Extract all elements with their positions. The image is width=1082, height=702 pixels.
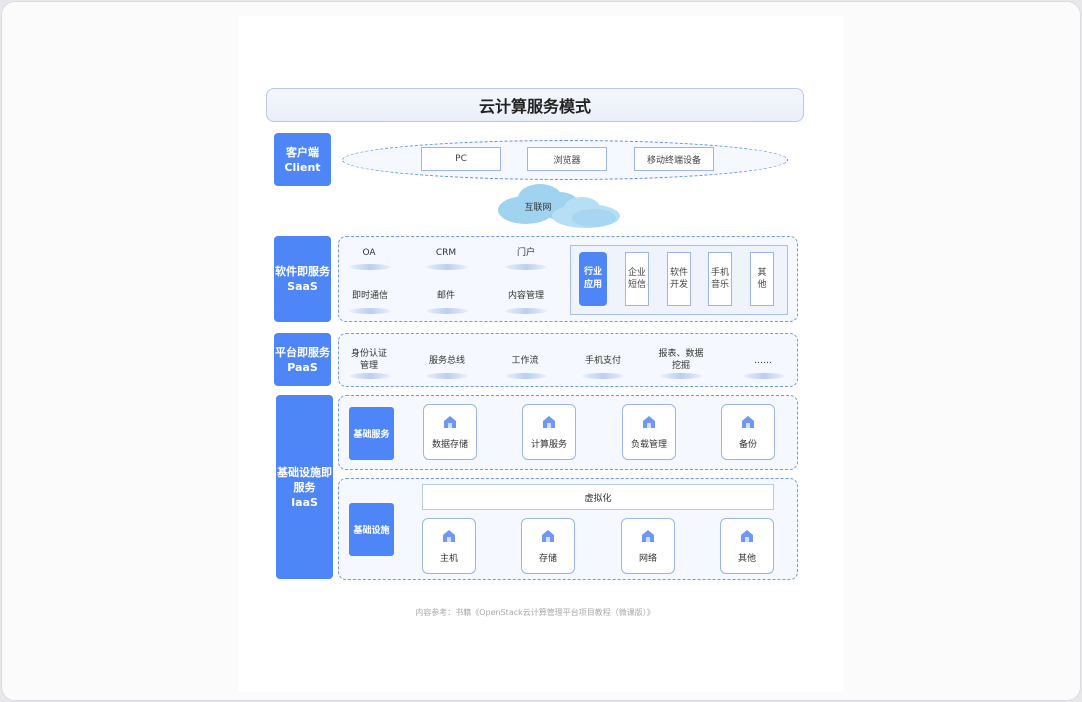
paas-label-en: PaaS: [287, 360, 318, 374]
infra-card-other: 其他: [720, 518, 774, 574]
saas-item-cms: 内容管理: [507, 291, 544, 301]
service-label: 数据存储: [431, 440, 468, 450]
paas-item-report: 报表、数据 挖掘: [658, 349, 704, 371]
industry-app-music: 手机 音乐: [708, 252, 732, 306]
saas-pad: [426, 308, 468, 314]
saas-item-oa: OA: [362, 248, 376, 258]
client-label-en: Client: [284, 160, 321, 174]
industry-app-dev: 软件 开发: [667, 252, 691, 306]
house-icon: [741, 530, 753, 542]
service-card-compute: 计算服务: [522, 404, 576, 460]
source-footnote: 内容参考：书籍《OpenStack云计算管理平台项目教程（微课版）》: [415, 608, 655, 617]
paas-item-workflow: 工作流: [511, 356, 539, 366]
client-label-cn: 客户端: [286, 145, 319, 159]
client-layer-label: 客户端 Client: [274, 133, 331, 186]
device-pc: PC: [421, 147, 501, 171]
paas-item-more: ……: [754, 356, 772, 366]
iaas-label-en: IaaS: [291, 495, 318, 509]
iaas-layer-label: 基础设施即 服务 IaaS: [276, 395, 333, 579]
paas-label-cn: 平台即服务: [275, 345, 330, 359]
cloud-icon: [498, 184, 620, 228]
paas-pad: [743, 373, 785, 379]
service-card-backup: 备份: [721, 404, 775, 460]
paas-layer-label: 平台即服务 PaaS: [274, 333, 331, 386]
infra-card-host: 主机: [422, 518, 476, 574]
industry-app-sms: 企业 短信: [625, 252, 649, 306]
paas-item-bus: 服务总线: [428, 356, 465, 366]
service-card-storage: 数据存储: [423, 404, 477, 460]
house-icon: [643, 416, 655, 428]
house-icon: [444, 416, 456, 428]
saas-pad: [505, 264, 547, 270]
saas-item-im: 即时通信: [351, 291, 388, 301]
saas-item-crm: CRM: [435, 248, 457, 258]
saas-pad: [349, 308, 391, 314]
house-icon: [443, 530, 455, 542]
device-mobile: 移动终端设备: [634, 147, 714, 171]
service-label: 计算服务: [530, 440, 567, 450]
infra-label: 主机: [439, 554, 458, 564]
industry-app-label: 行业 应用: [579, 252, 607, 306]
house-icon: [543, 416, 555, 428]
infra-card-network: 网络: [621, 518, 675, 574]
device-browser: 浏览器: [527, 147, 607, 171]
paas-panel: [338, 333, 798, 387]
house-icon: [542, 530, 554, 542]
paas-pad: [349, 373, 391, 379]
house-icon: [642, 530, 654, 542]
paas-item-payment: 手机支付: [584, 356, 621, 366]
paas-pad: [426, 373, 468, 379]
saas-pad: [349, 264, 391, 270]
paas-item-auth: 身份认证 管理: [350, 349, 387, 371]
service-label: 负载管理: [630, 440, 667, 450]
infra-label: 网络: [638, 554, 657, 564]
saas-pad: [426, 264, 468, 270]
saas-item-portal: 门户: [516, 248, 535, 258]
service-card-load: 负载管理: [622, 404, 676, 460]
saas-item-mail: 邮件: [436, 291, 455, 301]
saas-label-cn: 软件即服务: [275, 265, 330, 278]
paas-pad: [660, 373, 702, 379]
diagram-title: 云计算服务模式: [266, 88, 804, 122]
industry-app-other: 其 他: [750, 252, 774, 306]
iaas-label-cn: 基础设施即 服务: [277, 465, 332, 494]
paas-pad: [505, 373, 547, 379]
infra-label: 其他: [737, 554, 756, 564]
saas-layer-label: 软件即服务 SaaS: [274, 236, 331, 322]
service-label: 备份: [738, 440, 757, 450]
infra-label: 存储: [538, 554, 557, 564]
infra-card-storage: 存储: [521, 518, 575, 574]
infrastructure-label: 基础设施: [349, 503, 394, 556]
saas-pad: [505, 308, 547, 314]
basic-services-label: 基础服务: [349, 407, 394, 460]
virtualization-bar: 虚拟化: [422, 484, 774, 510]
paas-pad: [582, 373, 624, 379]
saas-label-en: SaaS: [287, 280, 318, 293]
internet-label: 互联网: [524, 203, 552, 213]
house-icon: [742, 416, 754, 428]
